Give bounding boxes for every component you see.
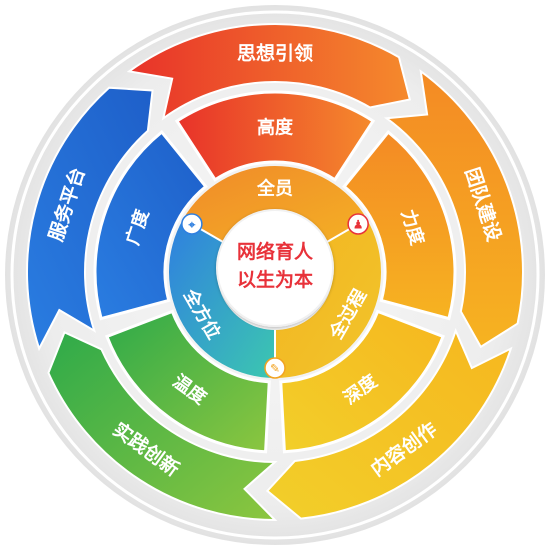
svg-text:⌖: ⌖ — [187, 218, 195, 232]
outer-segment-4 — [47, 331, 278, 522]
svg-text:♟: ♟ — [353, 218, 364, 232]
center-circle — [216, 209, 334, 327]
middle-segment-4 — [105, 309, 271, 454]
center-line-2: 以生为本 — [237, 268, 313, 291]
inner-segment-3 — [169, 219, 275, 378]
inner-label-1: 全员 — [256, 177, 293, 199]
middle-segment-1 — [174, 90, 376, 182]
outer-segment-3 — [265, 327, 513, 520]
outer-segment-5 — [26, 86, 154, 352]
center-line-1: 网络育人 — [237, 240, 314, 263]
middle-label-1: 高度 — [257, 116, 294, 138]
outer-label-1: 思想引领 — [237, 42, 313, 65]
inner-segment-1 — [183, 165, 367, 243]
location-pin-icon: ⌖ — [181, 213, 203, 235]
background-rim — [10, 10, 540, 540]
clipboard-icon: ✎ — [264, 357, 286, 379]
svg-text:✎: ✎ — [270, 362, 280, 376]
middle-segment-2 — [342, 130, 457, 321]
person-icon: ♟ — [347, 213, 369, 235]
middle-segment-5 — [93, 130, 208, 321]
outer-segment-2 — [383, 69, 525, 349]
inner-segment-2 — [275, 219, 381, 378]
outer-segment-1 — [126, 23, 412, 121]
middle-segment-3 — [279, 309, 445, 454]
